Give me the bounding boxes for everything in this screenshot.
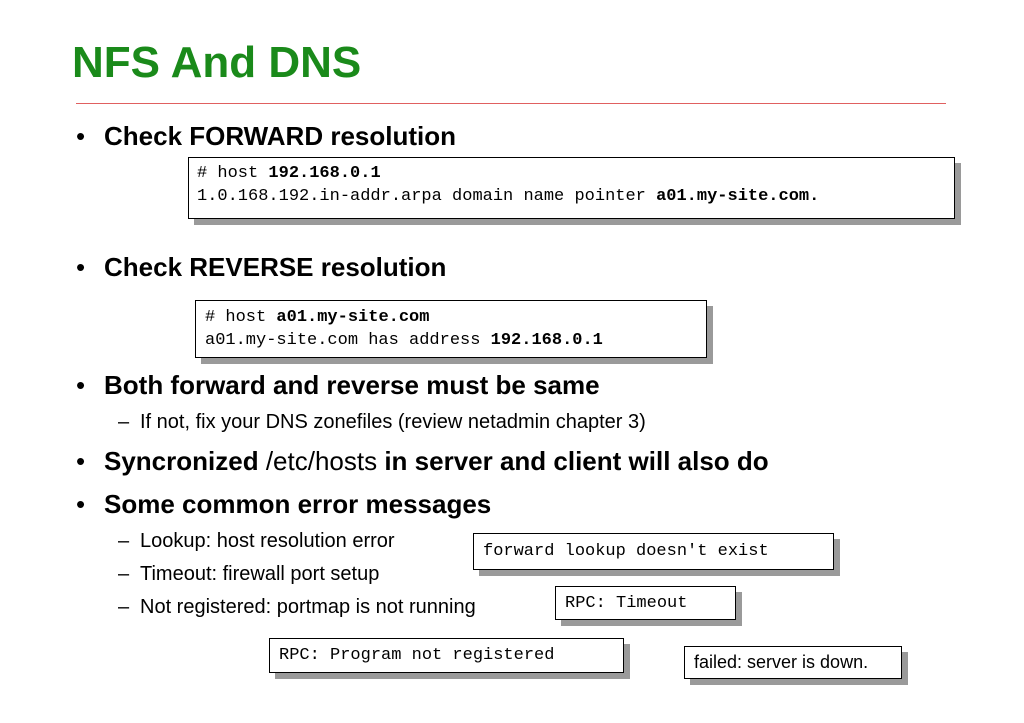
ip-address: 192.168.0.1 (490, 331, 603, 350)
command-prefix: # host (205, 308, 277, 327)
ip-address: 192.168.0.1 (268, 164, 381, 183)
sub-bullet-timeout-text: Timeout: firewall port setup (140, 563, 380, 585)
sub-bullet-lookup: – Lookup: host resolution error (118, 529, 395, 553)
bullet-dot: • (76, 121, 86, 151)
sub-bullet-timeout: – Timeout: firewall port setup (118, 562, 380, 586)
reverse-command-line: # host a01.my-site.com (205, 306, 697, 329)
bullet-reverse-text: Check REVERSE resolution (104, 252, 447, 282)
bullet-forward-text: Check FORWARD resolution (104, 121, 457, 151)
sub-bullet-dash: – (118, 530, 130, 552)
reverse-output-line: a01.my-site.com has address 192.168.0.1 (205, 329, 697, 352)
forward-command-line: # host 192.168.0.1 (197, 162, 946, 185)
rpc-not-registered-text: RPC: Program not registered (279, 646, 555, 665)
bullet-dot: • (76, 252, 86, 282)
output-text: 1.0.168.192.in-addr.arpa domain name poi… (197, 187, 657, 206)
bullet-dot: • (76, 489, 86, 519)
sub-bullet-dash: – (118, 596, 130, 618)
slide-title: NFS And DNS (72, 38, 362, 87)
bullet-errors: • Some common error messages (76, 489, 492, 519)
command-prefix: # host (197, 164, 269, 183)
sub-bullet-not-registered-text: Not registered: portmap is not running (140, 596, 476, 618)
lookup-error-text: forward lookup doesn't exist (483, 542, 769, 561)
bullet-dot: • (76, 370, 86, 400)
bullet-same: • Both forward and reverse must be same (76, 370, 600, 400)
lookup-error-box: forward lookup doesn't exist (473, 533, 834, 570)
forward-output-line: 1.0.168.192.in-addr.arpa domain name poi… (197, 185, 946, 208)
bullet-errors-text: Some common error messages (104, 489, 492, 519)
bullet-sync: • Syncronized /etc/hosts in server and c… (76, 446, 769, 476)
hostname: a01.my-site.com. (656, 187, 820, 206)
sub-bullet-zonefiles-text: If not, fix your DNS zonefiles (review n… (140, 411, 646, 433)
bullet-sync-bold-c: in server and client will also do (384, 446, 769, 476)
rpc-timeout-box: RPC: Timeout (555, 586, 736, 620)
rpc-timeout-text: RPC: Timeout (565, 594, 688, 613)
sub-bullet-zonefiles: – If not, fix your DNS zonefiles (review… (118, 410, 646, 434)
bullet-dot: • (76, 446, 86, 476)
sub-bullet-not-registered: – Not registered: portmap is not running (118, 595, 476, 619)
server-down-box: failed: server is down. (684, 646, 902, 679)
output-text: a01.my-site.com has address (205, 331, 491, 350)
sub-bullet-dash: – (118, 411, 130, 433)
hostname: a01.my-site.com (276, 308, 430, 327)
bullet-sync-bold-a: Syncronized (104, 446, 259, 476)
server-down-text: failed: server is down. (694, 652, 869, 672)
reverse-resolution-terminal: # host a01.my-site.com a01.my-site.com h… (195, 300, 707, 358)
forward-resolution-terminal: # host 192.168.0.1 1.0.168.192.in-addr.a… (188, 157, 955, 219)
bullet-reverse: • Check REVERSE resolution (76, 252, 447, 282)
rpc-not-registered-box: RPC: Program not registered (269, 638, 624, 673)
bullet-sync-path: /etc/hosts (258, 446, 385, 476)
bullet-forward: • Check FORWARD resolution (76, 121, 457, 151)
sub-bullet-dash: – (118, 563, 130, 585)
title-divider (76, 103, 946, 104)
bullet-same-text: Both forward and reverse must be same (104, 370, 600, 400)
sub-bullet-lookup-text: Lookup: host resolution error (140, 530, 395, 552)
